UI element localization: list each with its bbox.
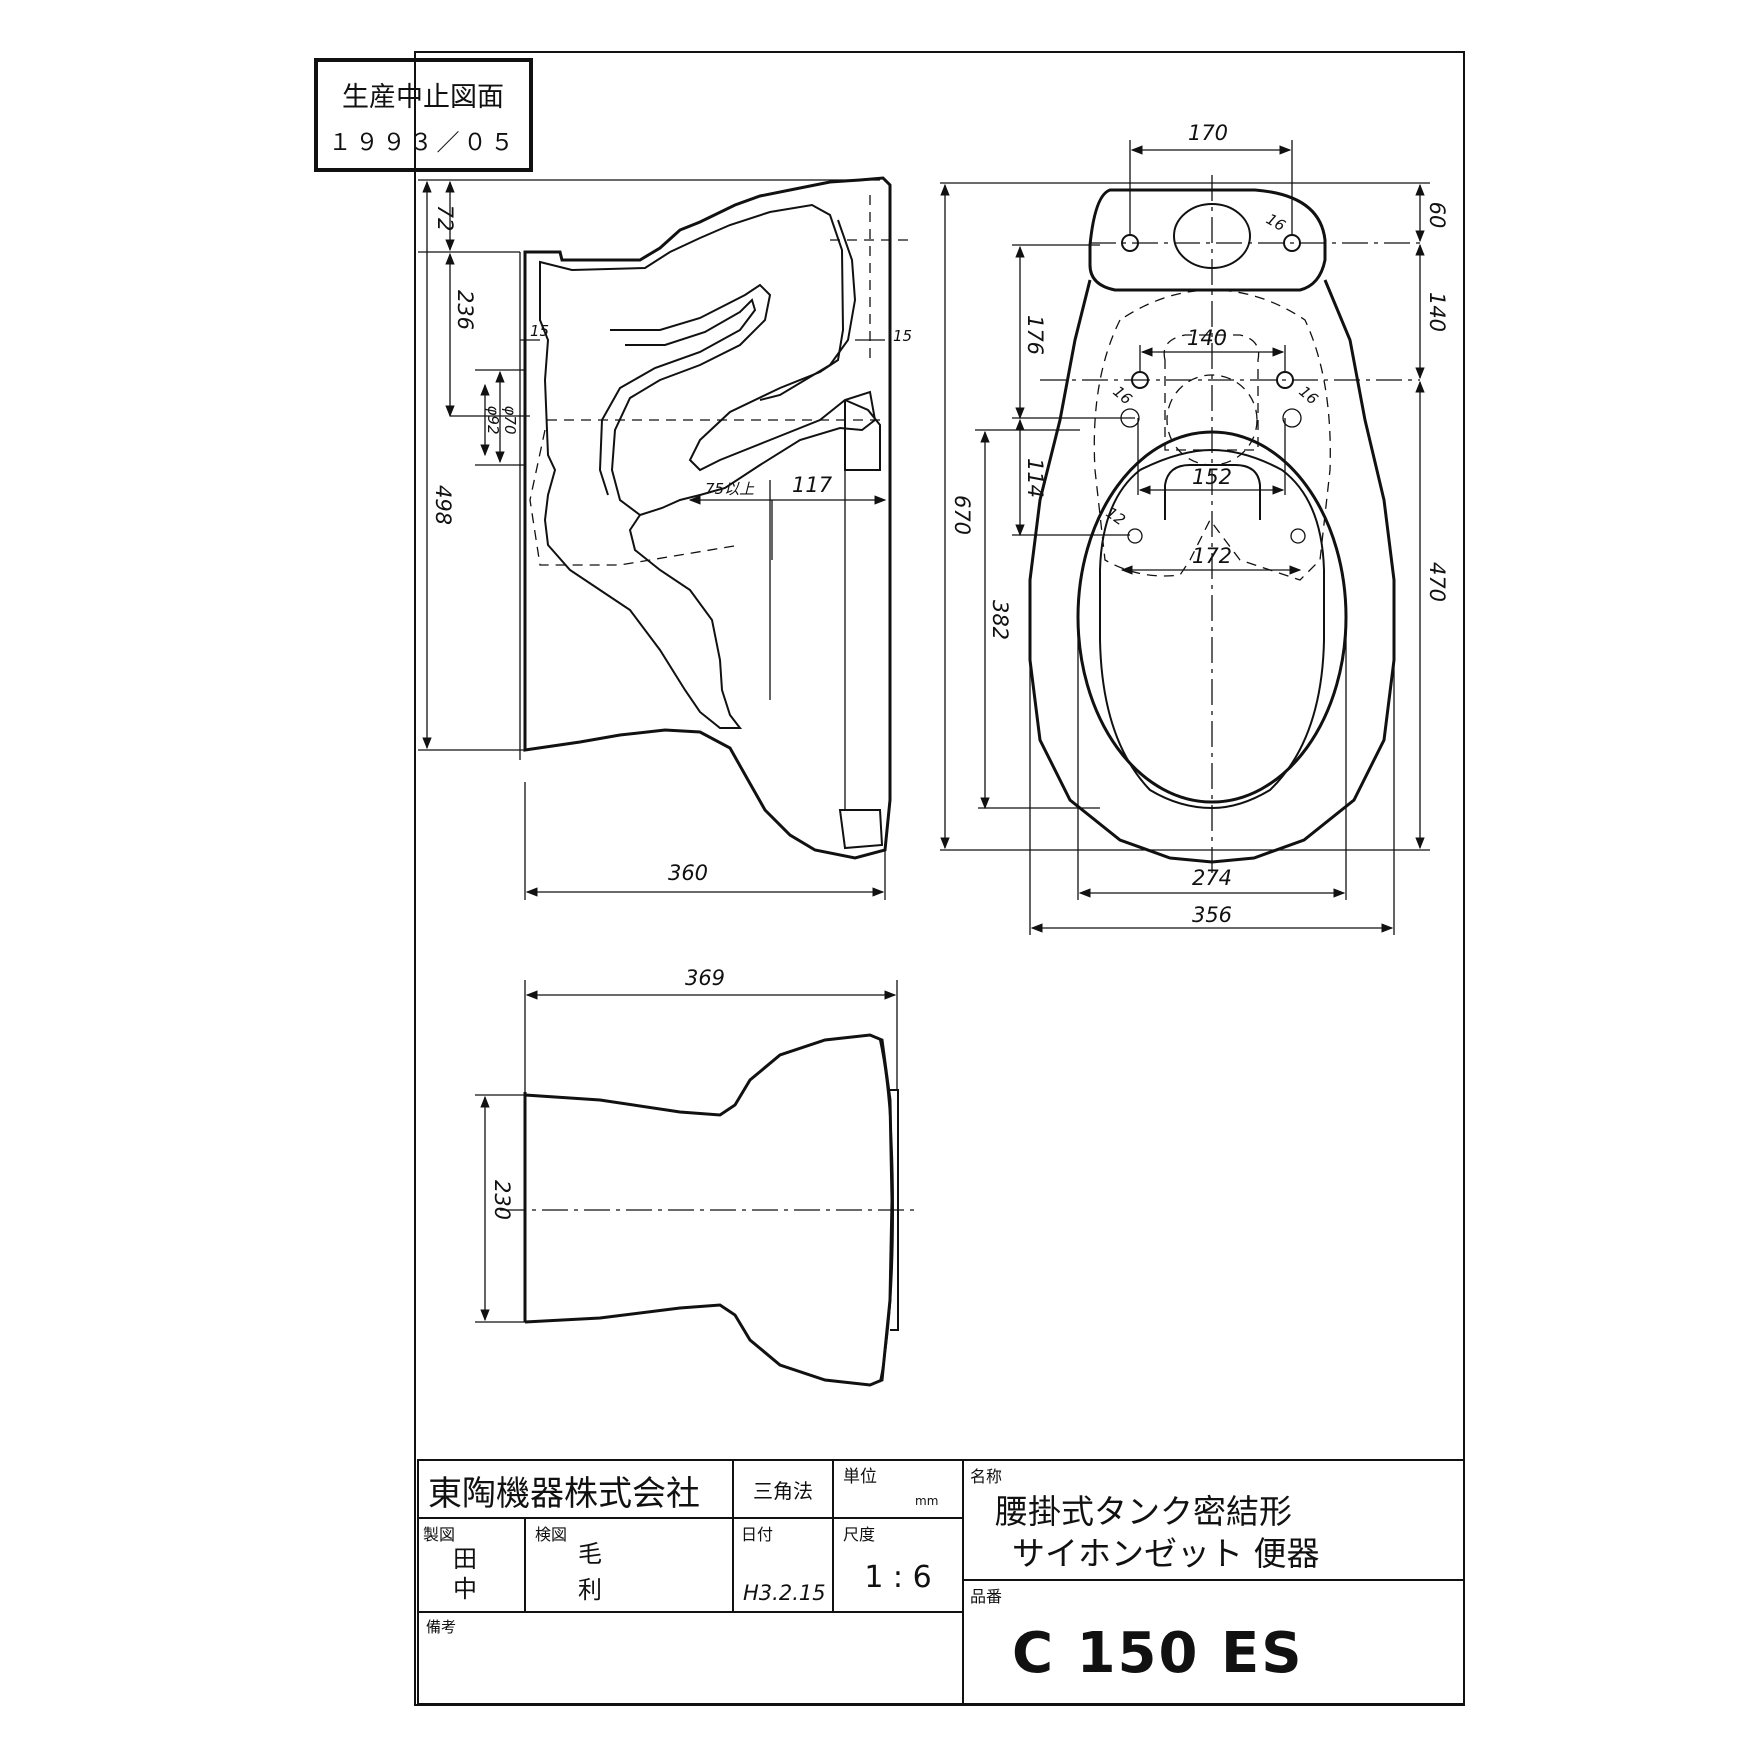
dim-side-72: 72 bbox=[433, 205, 457, 232]
drawn-name2: 中 bbox=[453, 1575, 477, 1603]
title-block: 東陶機器株式会社 三角法 単位 mm 名称 腰掛式タンク密結形 サイホンゼット … bbox=[417, 1459, 1465, 1705]
dim-plan-140v: 140 bbox=[1425, 292, 1449, 332]
side-section-view: 72 236 498 15 15 φ70 φ92 75以上 117 360 bbox=[418, 176, 915, 900]
remarks-label: 備考 bbox=[426, 1618, 456, 1636]
dim-side-phi92: φ92 bbox=[484, 406, 502, 435]
date-value: H3.2.15 bbox=[743, 1581, 826, 1605]
dim-plan-16a: 16 bbox=[1263, 210, 1289, 235]
dim-side-360: 360 bbox=[668, 861, 708, 885]
dim-plan-114: 114 bbox=[1023, 458, 1047, 498]
part-number: C 150 ES bbox=[1012, 1621, 1304, 1686]
dim-plan-470: 470 bbox=[1425, 562, 1449, 602]
dim-side-phi70: φ70 bbox=[501, 406, 519, 435]
scale-label: 尺度 bbox=[843, 1525, 875, 1544]
discontinued-stamp: 生産中止図面 １９９３／０５ bbox=[314, 58, 533, 172]
checked-label: 検図 bbox=[535, 1525, 567, 1544]
stamp-date: １９９３／０５ bbox=[329, 130, 518, 156]
dim-plan-356: 356 bbox=[1192, 903, 1232, 927]
product-name-line2: サイホンゼット 便器 bbox=[1012, 1534, 1320, 1573]
dim-plan-16c: 16 bbox=[1295, 382, 1321, 408]
dim-plan-152: 152 bbox=[1192, 465, 1232, 489]
dim-plan-172: 172 bbox=[1192, 544, 1232, 568]
date-label: 日付 bbox=[741, 1525, 773, 1544]
dim-plan-60: 60 bbox=[1425, 202, 1449, 229]
checked-name1: 毛 bbox=[578, 1540, 602, 1568]
unit-value: mm bbox=[915, 1494, 938, 1508]
dim-side-75: 75以上 bbox=[705, 480, 755, 498]
dim-side-117: 117 bbox=[792, 473, 833, 497]
dim-plan-140h: 140 bbox=[1187, 326, 1227, 350]
company-name: 東陶機器株式会社 bbox=[428, 1474, 700, 1514]
sheet-border bbox=[414, 51, 1465, 1706]
name-label: 名称 bbox=[970, 1467, 1002, 1486]
dim-plan-16b: 16 bbox=[1109, 382, 1135, 408]
product-name-line1: 腰掛式タンク密結形 bbox=[995, 1492, 1292, 1531]
unit-label: 単位 bbox=[843, 1467, 877, 1487]
dim-plan-176: 176 bbox=[1023, 315, 1047, 355]
dim-plan-274: 274 bbox=[1192, 866, 1232, 890]
dim-plan-382: 382 bbox=[988, 600, 1012, 640]
plan-view: 170 16 60 140 176 140 16 16 114 152 670 … bbox=[940, 121, 1449, 935]
dim-side-15a: 15 bbox=[530, 322, 549, 340]
drawn-label: 製図 bbox=[423, 1525, 455, 1544]
dim-front-230: 230 bbox=[490, 1180, 514, 1220]
dim-front-369: 369 bbox=[685, 966, 725, 990]
front-view: 369 230 bbox=[475, 966, 915, 1387]
drawn-name1: 田 bbox=[453, 1545, 477, 1573]
stamp-title: 生産中止図面 bbox=[342, 82, 504, 113]
dim-plan-670: 670 bbox=[950, 495, 974, 535]
dim-side-15b: 15 bbox=[893, 327, 912, 345]
scale-value: 1 : 6 bbox=[864, 1560, 931, 1595]
projection-method: 三角法 bbox=[753, 1479, 813, 1503]
dim-side-236: 236 bbox=[453, 290, 477, 330]
part-number-label: 品番 bbox=[970, 1587, 1002, 1606]
dim-side-498: 498 bbox=[431, 485, 455, 525]
checked-name2: 利 bbox=[578, 1576, 602, 1604]
dim-plan-170: 170 bbox=[1188, 121, 1228, 145]
